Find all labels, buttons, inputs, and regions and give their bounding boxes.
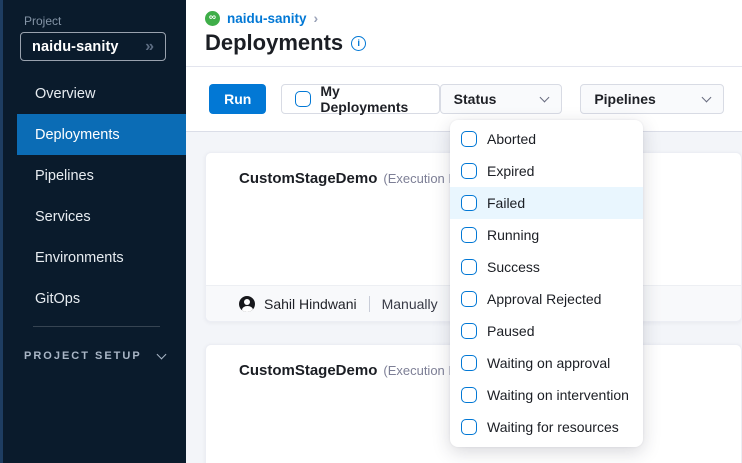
sidebar-item-label: Deployments: [35, 126, 120, 143]
sidebar-item-label: Pipelines: [35, 167, 94, 184]
chevron-right-icon: ›: [313, 10, 319, 26]
chevron-down-icon: [539, 92, 550, 102]
status-checkbox[interactable]: [461, 419, 477, 435]
sidebar-item-overview[interactable]: Overview: [0, 73, 186, 114]
sidebar-item-services[interactable]: Services: [0, 196, 186, 237]
my-deployments-checkbox[interactable]: [295, 91, 312, 107]
my-deployments-toggle[interactable]: My Deployments: [281, 83, 440, 115]
status-option-label: Expired: [487, 163, 535, 179]
my-deployments-label: My Deployments: [320, 83, 409, 115]
project-label: Project: [24, 14, 62, 28]
status-option-aborted[interactable]: Aborted: [450, 123, 643, 155]
status-option-approval-rejected[interactable]: Approval Rejected: [450, 283, 643, 315]
status-filter-dropdown[interactable]: Status: [439, 84, 563, 114]
user-avatar: [239, 295, 255, 312]
status-checkbox[interactable]: [461, 163, 477, 179]
double-chevron-right-icon[interactable]: »: [145, 37, 154, 55]
sidebar-item-gitops[interactable]: GitOps: [0, 278, 186, 319]
status-checkbox[interactable]: [461, 355, 477, 371]
chevron-down-icon: [156, 349, 167, 359]
breadcrumb-project-link[interactable]: naidu-sanity: [227, 10, 307, 26]
status-checkbox[interactable]: [461, 323, 477, 339]
status-checkbox[interactable]: [461, 227, 477, 243]
status-filter-menu: Aborted Expired Failed Running Success A…: [450, 120, 643, 447]
status-option-waiting-for-resources[interactable]: Waiting for resources: [450, 411, 643, 443]
project-selector[interactable]: naidu-sanity »: [20, 32, 166, 61]
status-option-paused[interactable]: Paused: [450, 315, 643, 347]
status-option-waiting-on-intervention[interactable]: Waiting on intervention: [450, 379, 643, 411]
cd-module-icon: ∞: [205, 10, 220, 26]
page-title: Deployments: [205, 30, 344, 55]
sidebar-item-environments[interactable]: Environments: [0, 237, 186, 278]
status-option-label: Waiting on intervention: [487, 387, 629, 403]
sidebar-item-label: Overview: [35, 85, 96, 102]
status-checkbox[interactable]: [461, 131, 477, 147]
pipelines-filter-dropdown[interactable]: Pipelines: [580, 84, 724, 114]
status-checkbox[interactable]: [461, 195, 477, 211]
status-option-expired[interactable]: Expired: [450, 155, 643, 187]
status-filter-label: Status: [453, 91, 497, 107]
status-checkbox[interactable]: [461, 291, 477, 307]
sidebar-item-pipelines[interactable]: Pipelines: [0, 155, 186, 196]
vertical-divider: [368, 295, 370, 312]
project-name: naidu-sanity: [32, 38, 119, 55]
page-header: ∞ naidu-sanity › Deployments i: [186, 0, 742, 67]
pipelines-filter-label: Pipelines: [594, 91, 656, 107]
status-option-label: Failed: [487, 195, 526, 211]
status-option-waiting-on-approval[interactable]: Waiting on approval: [450, 347, 643, 379]
page-title-row: Deployments i: [205, 30, 367, 56]
chevron-down-icon: [701, 92, 712, 102]
triggered-by-user: Sahil Hindwani: [264, 295, 357, 312]
status-option-running[interactable]: Running: [450, 219, 643, 251]
status-option-label: Waiting for resources: [487, 419, 619, 435]
module-edge-strip: [0, 0, 3, 463]
pipeline-name: CustomStageDemo: [239, 362, 378, 379]
sidebar-item-label: Services: [35, 208, 91, 225]
project-sidebar: Project naidu-sanity » Overview Deployme…: [0, 0, 186, 463]
sidebar-item-label: GitOps: [35, 290, 81, 307]
deployment-title-row: CustomStageDemo (Execution Id: [239, 362, 459, 379]
sidebar-divider: [33, 326, 160, 327]
status-option-label: Aborted: [487, 131, 537, 147]
status-option-label: Running: [487, 227, 540, 243]
info-icon[interactable]: i: [351, 35, 367, 51]
pipeline-name: CustomStageDemo: [239, 170, 378, 187]
sidebar-item-label: Environments: [35, 249, 124, 266]
status-checkbox[interactable]: [461, 387, 477, 403]
deployment-title-row: CustomStageDemo (Execution Id: [239, 170, 459, 187]
breadcrumb: ∞ naidu-sanity ›: [205, 10, 318, 26]
sidebar-nav: Overview Deployments Pipelines Services …: [0, 73, 186, 319]
status-option-label: Success: [487, 259, 540, 275]
run-button[interactable]: Run: [209, 84, 267, 114]
status-checkbox[interactable]: [461, 259, 477, 275]
execution-id: (Execution Id: [383, 363, 460, 378]
sidebar-item-deployments[interactable]: Deployments: [17, 114, 186, 155]
execution-id: (Execution Id: [383, 171, 460, 186]
status-option-label: Waiting on approval: [487, 355, 611, 371]
status-option-label: Paused: [487, 323, 535, 339]
status-option-label: Approval Rejected: [487, 291, 602, 307]
status-option-success[interactable]: Success: [450, 251, 643, 283]
main-content: ∞ naidu-sanity › Deployments i Run My De…: [186, 0, 742, 463]
trigger-type: Manually: [381, 295, 438, 312]
project-setup-label: PROJECT SETUP: [24, 350, 142, 362]
status-option-failed[interactable]: Failed: [450, 187, 643, 219]
project-setup-section-toggle[interactable]: PROJECT SETUP: [24, 349, 167, 362]
